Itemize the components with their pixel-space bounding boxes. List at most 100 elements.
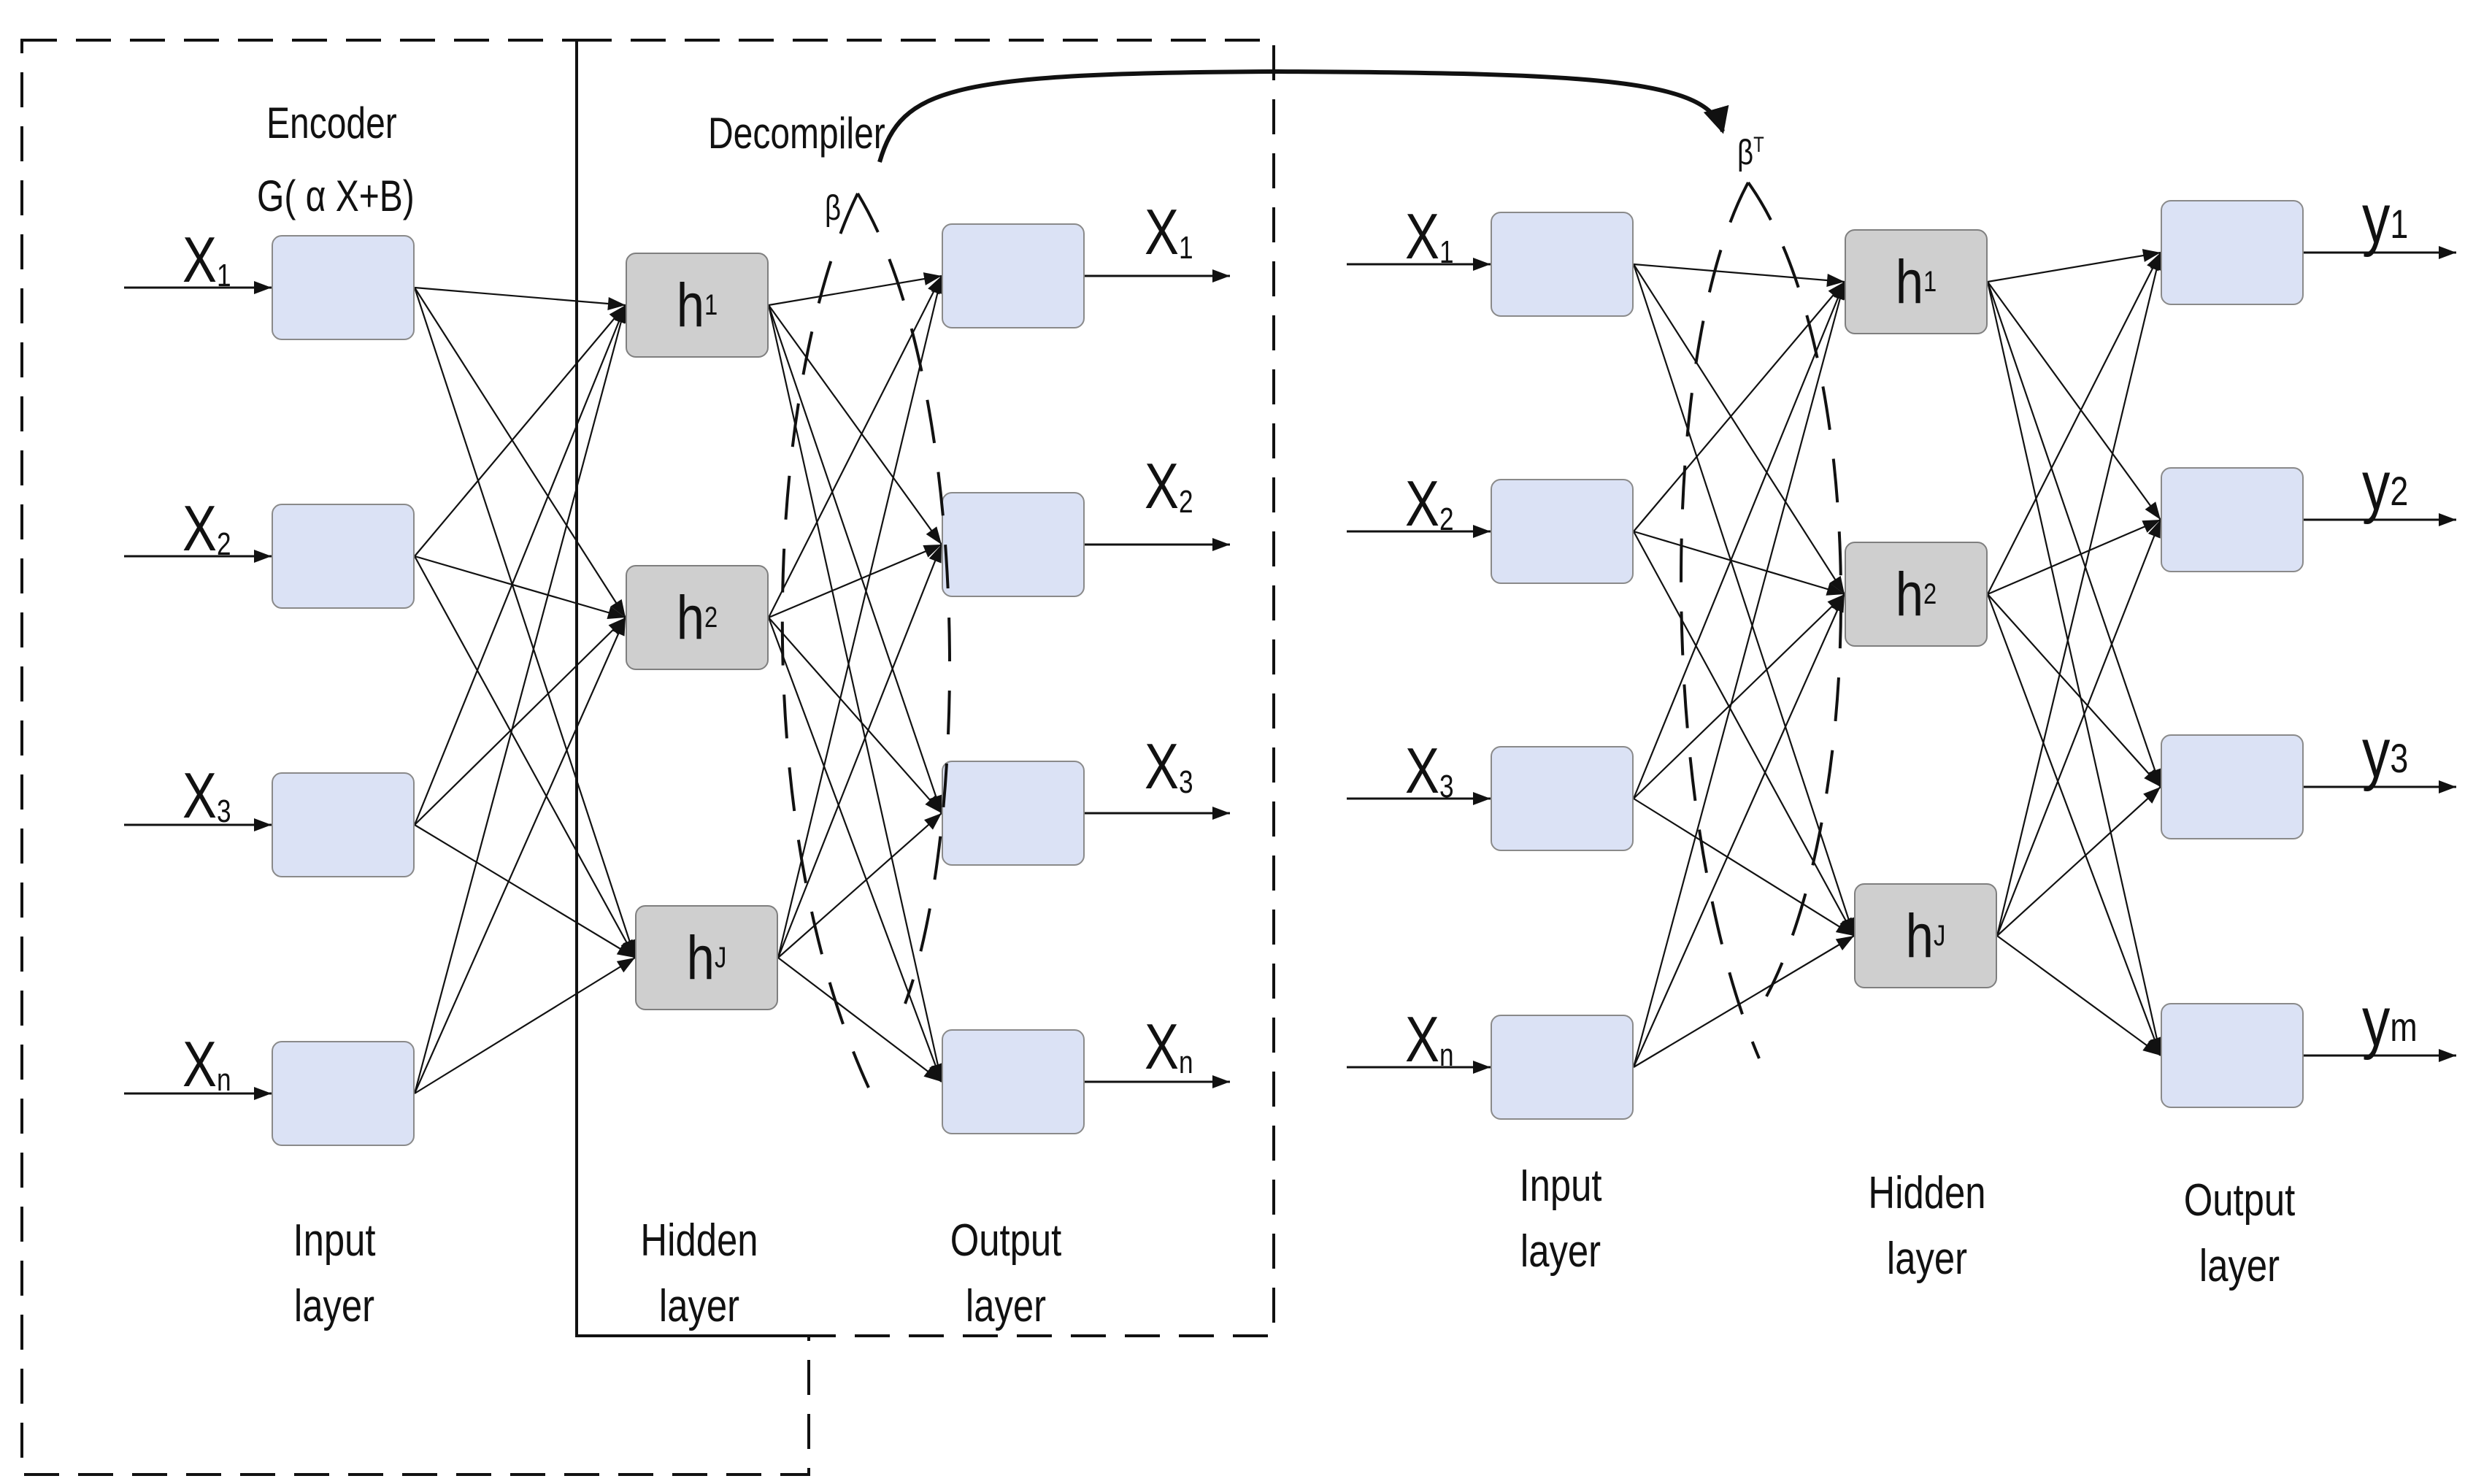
hidden-to-output-edge-2-2-head [924, 813, 942, 830]
encoder-to-hidden-edge-3-1 [413, 617, 627, 1094]
elm-beta-transpose-arc [1680, 181, 1843, 1059]
encoder-to-hidden-edge-2-2-head [616, 942, 635, 958]
encoder-to-hidden-edge-1-2-head [620, 939, 635, 958]
encoder-to-hidden-edge-3-0-head [615, 305, 628, 324]
encoder-input-arrow-3-head [254, 1087, 272, 1100]
elm-hidden-to-output-edge-0-3 [1986, 281, 2162, 1056]
decompiler-dashed-boundary [575, 39, 1275, 1337]
encoder-to-hidden-edge-1-2 [414, 555, 636, 958]
decompiler-output-node-n [942, 1029, 1085, 1134]
elm-output-y2-label: y2 [2362, 447, 2409, 525]
elm-input-x3-label: X3 [1405, 734, 1454, 807]
decompiler-beta-arc [780, 192, 952, 1088]
hidden-to-output-edge-0-2 [767, 304, 943, 814]
elm-hidden-to-output-edge-2-0 [1996, 252, 2162, 937]
elm-hidden-to-output-edge-2-3 [1996, 935, 2161, 1056]
elm-input-to-hidden-edge-2-2 [1633, 798, 1855, 937]
encoder-to-hidden-edge-2-1 [414, 617, 626, 826]
encoder-input-x1-label: X1 [182, 223, 231, 296]
elm-hidden-to-output-edge-2-0-head [2150, 253, 2164, 272]
hidden-to-output-edge-2-0-head [931, 276, 945, 295]
encoder-input-node-1 [272, 235, 415, 340]
elm-input-to-hidden-edge-3-2 [1633, 935, 1855, 1068]
elm-input-to-hidden-edge-1-2-head [1839, 917, 1854, 936]
hidden-to-output-edge-1-1-head [923, 545, 942, 558]
elm-hidden-to-output-edge-2-2 [1996, 786, 2161, 937]
elm-hidden-to-output-edge-0-2 [1986, 281, 2162, 788]
elm-output-y3-label: y3 [2362, 714, 2409, 792]
elm-output-arrow-1-head [2439, 513, 2456, 526]
encoder-to-hidden-edge-3-0 [413, 304, 627, 1094]
elm-input-to-hidden-edge-2-1-head [1827, 594, 1845, 612]
elm-hidden-to-output-edge-1-0 [1987, 252, 2161, 595]
hidden-to-output-edge-0-0-head [923, 272, 942, 285]
hidden-to-output-edge-0-1 [768, 304, 942, 545]
encoder-to-hidden-edge-0-1-head [610, 599, 626, 618]
elm-input-to-hidden-edge-0-1 [1633, 264, 1845, 595]
elm-hidden-to-output-edge-2-1 [1996, 519, 2162, 937]
elm-output-node-1 [2161, 200, 2304, 305]
elm-hidden-to-output-edge-1-3 [1986, 593, 2162, 1056]
decompiler-output-node-1 [942, 223, 1085, 328]
elm-hidden-to-output-edge-2-1-head [2147, 520, 2161, 539]
hidden-to-output-edge-2-3-head [923, 1066, 942, 1082]
hidden-to-output-edge-2-1-head [928, 545, 942, 564]
encoder-to-hidden-edge-1-0-head [609, 305, 626, 323]
hidden-to-output-edge-2-1 [777, 544, 943, 958]
elm-output-y1-label: y1 [2362, 180, 2409, 258]
elm-input-to-hidden-edge-0-1-head [1829, 575, 1845, 594]
decompiler-output-arrow-3-head [1212, 1075, 1230, 1088]
elm-input-to-hidden-edge-3-0 [1632, 281, 1846, 1068]
elm-hidden-to-output-edge-2-2-head [2143, 787, 2161, 804]
elm-input-to-hidden-edge-3-2-head [1835, 936, 1854, 951]
elm-input-to-hidden-edge-3-1 [1632, 593, 1846, 1068]
elm-input-to-hidden-edge-0-0 [1633, 263, 1845, 283]
decompiler-output-x3-label: X3 [1145, 730, 1193, 802]
elm-input-arrow-2-head [1473, 792, 1491, 805]
encoder-to-hidden-edge-0-2 [413, 287, 637, 958]
elm-input-to-hidden-edge-0-0-head [1826, 274, 1845, 287]
decompiler-output-x1-label: X1 [1145, 196, 1193, 268]
hidden-to-output-edge-0-1-head [926, 526, 942, 545]
elm-hidden-to-output-edge-0-1-head [2145, 501, 2161, 520]
decompiler-title: Decompiler [708, 109, 885, 158]
elm-input-arrow-1-head [1473, 525, 1491, 538]
hidden-to-output-edge-1-2-head [925, 796, 942, 813]
hidden-to-output-edge-0-0 [768, 274, 942, 307]
hidden-to-output-edge-2-2 [777, 812, 942, 958]
decompiler-output-xn-label: Xn [1145, 1010, 1193, 1083]
elm-input-to-hidden-edge-2-0 [1632, 281, 1846, 799]
encoder-input-node-3 [272, 772, 415, 877]
elm-output-ym-label: ym [2362, 983, 2418, 1061]
elm-input-arrow-0-head [1473, 258, 1491, 271]
hidden-to-output-edge-2-3 [777, 957, 942, 1083]
hidden-to-output-edge-1-2 [768, 617, 942, 814]
elm-hidden-to-output-edge-1-2-head [2144, 769, 2161, 787]
encoder-to-hidden-edge-2-2 [414, 824, 636, 958]
hidden-to-output-edge-0-3 [767, 304, 943, 1083]
encoder-input-node-2 [272, 504, 415, 609]
elm-input-to-hidden-edge-0-2 [1632, 264, 1856, 937]
encoder-to-hidden-edge-0-1 [414, 287, 626, 618]
elm-output-node-m [2161, 1003, 2304, 1108]
elm-output-arrow-3-head [2439, 1049, 2456, 1062]
encoder-input-arrow-1-head [254, 550, 272, 563]
elm-input-to-hidden-edge-1-2 [1633, 531, 1855, 937]
transfer-arrow [877, 69, 1729, 163]
elm-beta-transpose: βT [1737, 133, 1764, 172]
elm-input-node-2 [1491, 479, 1634, 584]
elm-input-to-hidden-edge-1-0-head [1828, 282, 1845, 300]
elm-output-node-2 [2161, 467, 2304, 572]
encoder-input-arrow-2-head [254, 818, 272, 831]
encoder-input-xn-label: Xn [182, 1028, 231, 1100]
